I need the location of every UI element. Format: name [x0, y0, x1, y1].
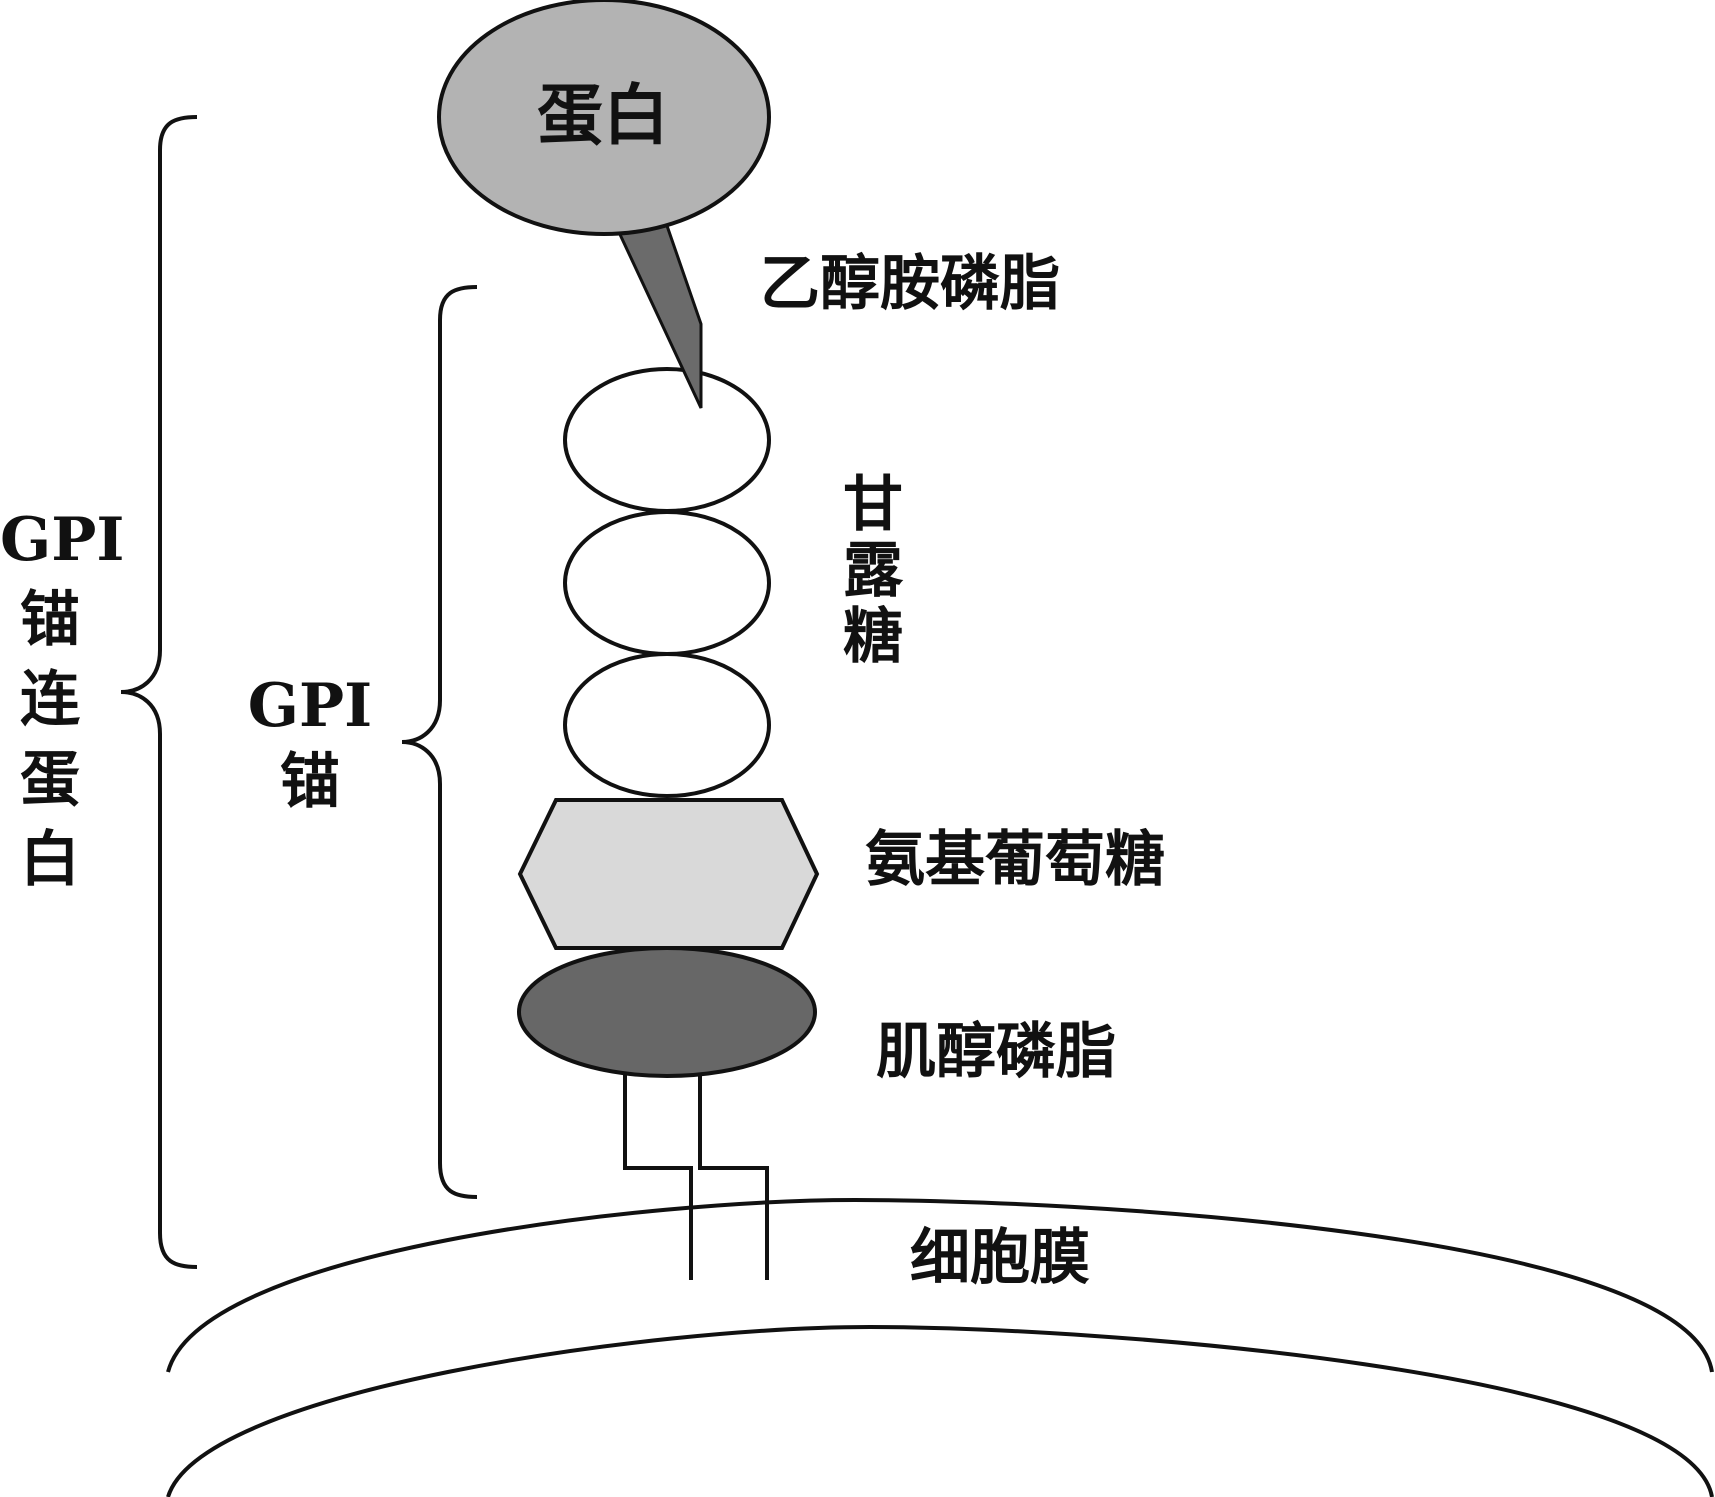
cell-membrane-outer-arc	[166, 1197, 1714, 1373]
mannose-label-char-1: 甘	[843, 470, 903, 540]
cell-membrane-label: 细胞膜	[910, 1223, 1090, 1293]
lipid-tail-right	[698, 1075, 769, 1280]
gpi-anchored-protein-label-char-2: 连	[20, 665, 80, 735]
gpi-anchored-protein-label-char-3: 蛋	[20, 745, 80, 815]
mannose-circle-2	[563, 510, 771, 656]
lipid-tail-left	[623, 1075, 693, 1280]
protein-label: 蛋白	[537, 76, 669, 154]
phosphatidylinositol-label: 肌醇磷脂	[876, 1017, 1116, 1087]
glucosamine-hexagon	[517, 798, 820, 950]
protein-ellipse	[437, 0, 771, 236]
phosphatidylinositol-shape	[517, 946, 817, 1078]
gpi-anchored-protein-brace	[120, 115, 198, 1269]
glucosamine-label: 氨基葡萄糖	[865, 825, 1165, 895]
mannose-label: 甘 露 糖	[838, 472, 908, 670]
gpi-anchored-protein-label-gpi: GPI	[0, 505, 125, 575]
gpi-anchor-brace	[401, 285, 478, 1199]
ethanolamine-phosphate-label: 乙醇胺磷脂	[760, 249, 1060, 319]
gpi-anchored-protein-label-char-1: 锚	[20, 585, 80, 655]
mannose-circle-3	[563, 652, 771, 798]
gpi-anchor-label-gpi: GPI	[247, 671, 373, 741]
gpi-anchor-label-anchor: 锚	[280, 747, 340, 817]
gpi-anchor-label: GPI 锚	[245, 668, 375, 820]
mannose-circle-1	[563, 367, 771, 513]
mannose-label-char-2: 露	[843, 536, 903, 606]
gpi-anchored-protein-label: GPI 锚 连 蛋 白	[0, 500, 125, 900]
gpi-anchored-protein-label-char-4: 白	[20, 825, 80, 895]
mannose-label-char-3: 糖	[843, 602, 903, 672]
cell-membrane-inner-arc	[166, 1324, 1714, 1497]
